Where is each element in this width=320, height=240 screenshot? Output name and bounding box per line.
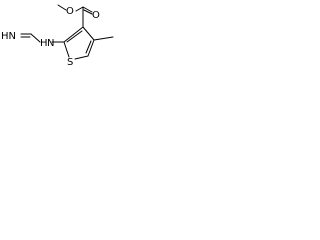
bond-c4-c5-inner [85, 40, 92, 54]
amine-n-label: N [47, 38, 54, 49]
imine-nh-label: HN [1, 31, 16, 42]
molecule-structure: O O HN H N S [1, 4, 114, 68]
methoxy-oxygen-label: O [66, 6, 74, 17]
bond-o-carbonyl-c [75, 6, 84, 12]
carbonyl-oxygen-label: O [92, 10, 100, 21]
bond-c5-s [74, 55, 89, 60]
ring-sulfur-label: S [67, 57, 73, 68]
bond-carbonyl-double-2 [83, 9, 93, 15]
bond-c2-c3 [63, 26, 84, 43]
bond-c4-methyl [93, 36, 114, 41]
bond-c3-c4 [82, 26, 95, 41]
bond-methyl-o [57, 4, 67, 11]
bond-carbonyl-double-1 [82, 6, 93, 13]
amine-h-label: H [40, 38, 48, 49]
bond-c4-c5 [87, 39, 95, 57]
bond-c2-c3-inner [66, 30, 83, 43]
bond-s-c2 [63, 41, 70, 58]
bond-n-ch [30, 33, 41, 43]
